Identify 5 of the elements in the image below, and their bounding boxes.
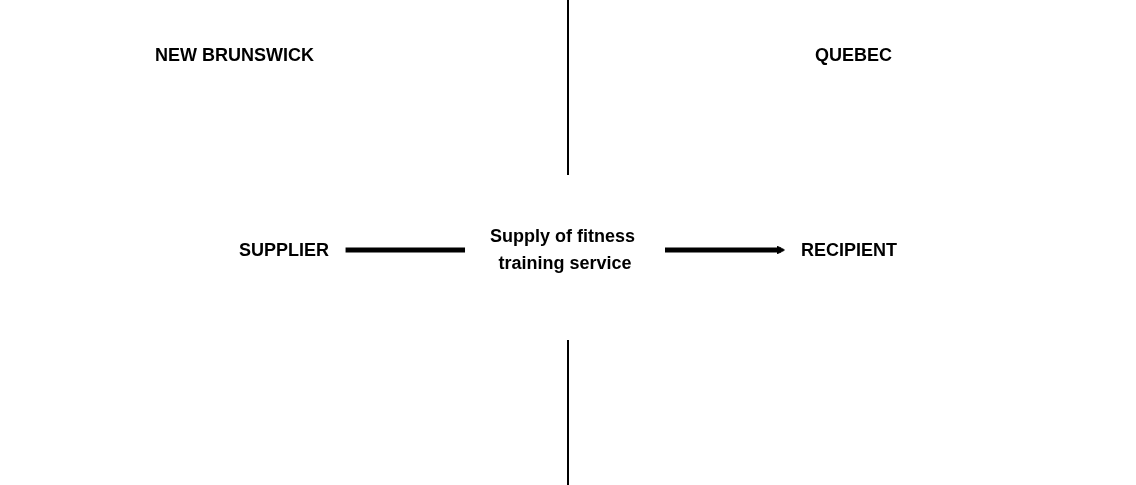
region-label: NEW BRUNSWICK xyxy=(155,45,314,66)
node-text: RECIPIENT xyxy=(801,239,898,260)
node-text: SUPPLIER xyxy=(238,239,329,260)
region-label: QUEBEC xyxy=(815,45,892,66)
edge-label: Supply of fitness training service xyxy=(489,226,635,273)
